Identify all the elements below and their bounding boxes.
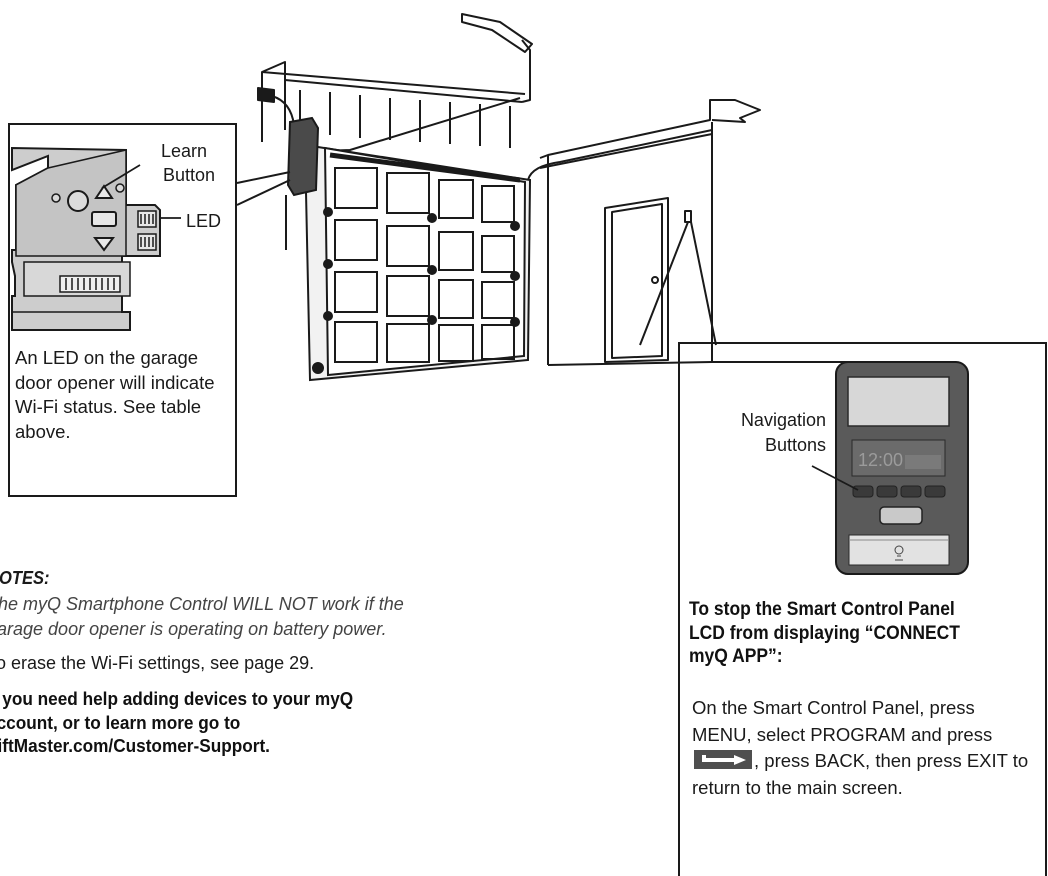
note-customer-support: If you need help adding devices to your … <box>0 688 354 756</box>
stop-lcd-heading: To stop the Smart Control Panel LCD from… <box>689 599 960 667</box>
navigation-label-line2: Buttons <box>765 435 826 455</box>
led-label: LED <box>186 211 221 231</box>
instructions-after-key: , press BACK, then press EXIT to return … <box>692 750 1029 798</box>
garage-structure <box>257 13 868 366</box>
smart-control-panel: 12:00 <box>835 361 969 575</box>
navigation-buttons <box>852 485 946 498</box>
notes-heading: NOTES: <box>0 568 50 588</box>
learn-button-icon <box>67 190 89 212</box>
note-battery-power: The myQ Smartphone Control WILL NOT work… <box>0 594 404 639</box>
enter-arrow-key-icon <box>694 750 752 769</box>
led-icon <box>91 211 117 227</box>
learn-button-label-line1: Learn <box>161 141 207 161</box>
opener-control-closeup <box>11 146 161 331</box>
learn-button-label-line2: Button <box>163 165 215 185</box>
right-callout-box <box>678 342 1047 876</box>
note-erase-wifi: To erase the Wi-Fi settings, see page 29… <box>0 653 315 673</box>
left-pointer <box>236 171 291 206</box>
notes-section: NOTES: The myQ Smartphone Control WILL N… <box>0 566 460 826</box>
garage-door <box>303 143 532 382</box>
left-callout-box <box>8 123 237 497</box>
left-callout-text: An LED on the garage door opener will in… <box>15 347 215 442</box>
left-leader-lines <box>101 164 181 219</box>
navigation-label-line1: Navigation <box>741 410 826 430</box>
panel-lcd-time: 12:00 <box>858 450 903 470</box>
stop-lcd-instructions: On the Smart Control Panel, press MENU, … <box>692 695 1032 801</box>
instructions-before-key: On the Smart Control Panel, press MENU, … <box>692 697 993 745</box>
navigation-leader-line <box>811 465 859 491</box>
garage-door-opener <box>285 116 320 250</box>
